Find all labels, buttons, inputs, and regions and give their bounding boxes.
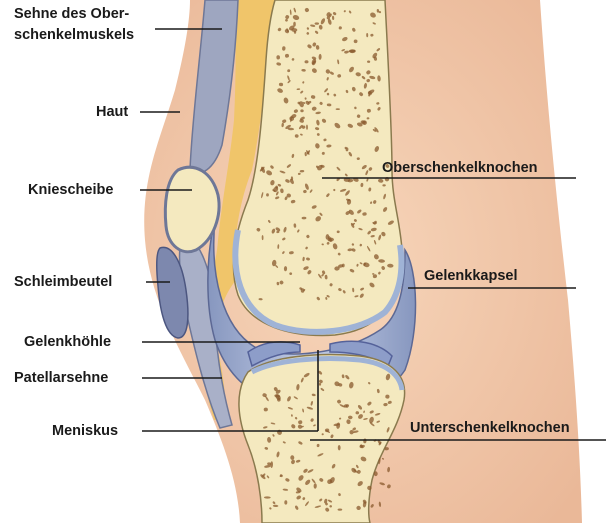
label-sehne: Sehne des Ober- schenkelmuskels <box>14 6 134 44</box>
label-schleimbeutel: Schleimbeutel <box>14 274 112 291</box>
marrow-speckle <box>336 108 340 110</box>
label-patellarsehne: Patellarsehne <box>14 370 108 387</box>
marrow-speckle <box>291 28 297 32</box>
label-haut: Haut <box>96 104 128 121</box>
marrow-speckle <box>284 500 287 504</box>
label-sehne-line2: schenkelmuskels <box>14 27 134 44</box>
marrow-speckle <box>319 383 321 386</box>
label-sehne-line1: Sehne des Ober- <box>14 6 134 23</box>
label-kniescheibe: Kniescheibe <box>28 182 113 199</box>
marrow-speckle <box>338 509 343 511</box>
marrow-speckle <box>315 22 319 24</box>
label-oberschenkelknochen: Oberschenkelknochen <box>382 160 538 177</box>
label-gelenkhoehle: Gelenkhöhle <box>24 334 111 351</box>
label-unterschenkelknochen: Unterschenkelknochen <box>410 420 570 437</box>
label-gelenkkapsel: Gelenkkapsel <box>424 268 518 285</box>
label-meniskus: Meniskus <box>52 423 118 440</box>
